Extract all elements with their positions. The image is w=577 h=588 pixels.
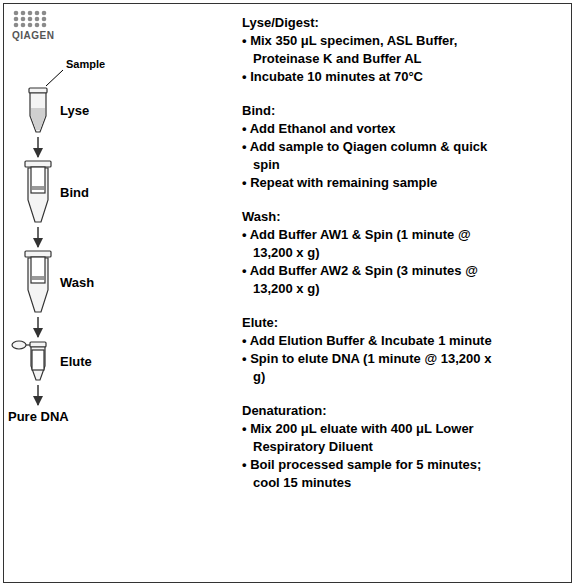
result-node: Pure DNA (8, 406, 88, 426)
wash-column (25, 251, 51, 312)
instruction-item: • Add Ethanol and vortex (242, 120, 503, 138)
logo-dot (35, 23, 40, 28)
instruction-item: • Add sample to Qiagen column & quick sp… (242, 138, 503, 174)
instruction-item: • Mix 200 μL eluate with 400 μL Lower Re… (242, 420, 503, 456)
logo-dot (14, 23, 19, 28)
qiagen-logo-dots (14, 11, 47, 28)
section-heading: Denaturation: (242, 402, 492, 420)
instruction-item: • Boil processed sample for 5 minutes; c… (242, 456, 503, 492)
instruction-item: • Incubate 10 minutes at 70°C (242, 68, 503, 86)
logo-dot (42, 23, 47, 28)
logo-dot (14, 17, 19, 22)
logo-dot (28, 23, 33, 28)
elute-tube (12, 341, 46, 380)
logo-dot (42, 11, 47, 16)
logo-dot (28, 11, 33, 16)
step-label: Pure DNA (8, 409, 69, 424)
logo-dot (21, 17, 26, 22)
bind-column (25, 161, 51, 222)
instruction-item: • Repeat with remaining sample (242, 174, 503, 192)
flow-arrow (37, 385, 39, 405)
elute-step: Elute (8, 338, 100, 384)
step-label: Lyse (60, 103, 89, 118)
step-label: Bind (60, 185, 89, 200)
section-heading: Wash: (242, 208, 492, 226)
section-heading: Bind: (242, 102, 492, 120)
instruction-item: • Mix 350 μL specimen, ASL Buffer, Prote… (242, 32, 503, 68)
flow-arrow (37, 137, 39, 157)
instruction-item: • Spin to elute DNA (1 minute @ 13,200 x… (242, 350, 503, 386)
bind-step: Bind (20, 158, 100, 226)
lyse-tube (29, 88, 47, 132)
lyse-step: Lyse (20, 84, 100, 136)
leader-line (46, 70, 63, 86)
flow-arrow (37, 317, 39, 337)
logo-dot (21, 23, 26, 28)
logo-dot (21, 11, 26, 16)
logo-dot (35, 11, 40, 16)
logo-dot (28, 17, 33, 22)
logo-dot (35, 17, 40, 22)
flow-arrow (37, 227, 39, 247)
wash-step: Wash (20, 248, 100, 316)
logo-dot (14, 11, 19, 16)
section-heading: Elute: (242, 314, 492, 332)
step-label: Elute (60, 354, 92, 369)
logo-dot (42, 17, 47, 22)
instruction-item: • Add Buffer AW1 & Spin (1 minute @ 13,2… (242, 226, 503, 262)
step-label: Wash (60, 275, 94, 290)
instruction-item: • Add Elution Buffer & Incubate 1 minute (242, 332, 503, 350)
instruction-item: • Add Buffer AW2 & Spin (3 minutes @ 13,… (242, 262, 503, 298)
callout-label: Sample (66, 58, 105, 70)
logo-text: QIAGEN (12, 30, 54, 41)
section-heading: Lyse/Digest: (242, 14, 492, 32)
